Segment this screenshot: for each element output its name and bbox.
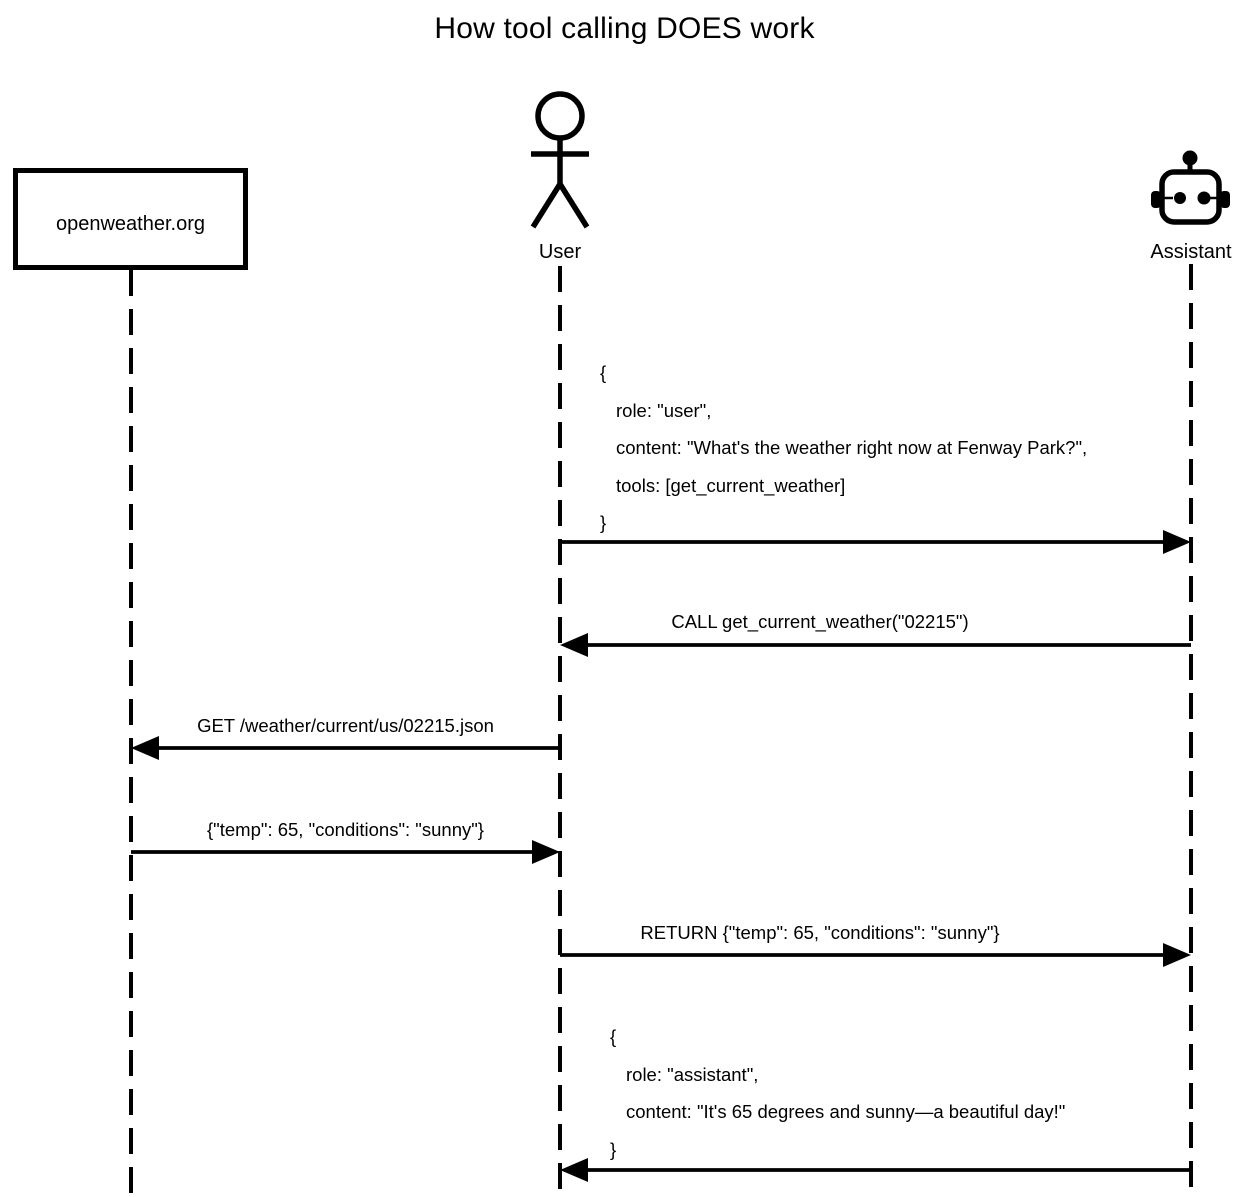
arrow-user-to-openweather-get — [131, 736, 560, 760]
arrowhead-right-icon — [532, 840, 560, 864]
stick-figure-icon — [530, 91, 590, 229]
message-return-label: RETURN {"temp": 65, "conditions": "sunny… — [640, 922, 1000, 943]
json-line: } — [610, 1138, 617, 1160]
json-line: content: "What's the weather right now a… — [616, 437, 1088, 458]
arrowhead-right-icon — [1163, 943, 1191, 967]
message-call-label: CALL get_current_weather("02215") — [671, 611, 969, 632]
robot-ear-right — [1220, 191, 1230, 208]
json-line: { — [600, 362, 607, 383]
robot-eye-right — [1197, 191, 1211, 205]
arrow-assistant-to-user-answer — [560, 1158, 1191, 1182]
participant-openweather-label: openweather.org — [55, 212, 205, 235]
arrowhead-left-icon — [560, 1158, 588, 1182]
robot-icon — [1151, 150, 1230, 225]
robot-head — [1159, 169, 1222, 225]
message-user-request-block: { role: "user", content: "What's the wea… — [600, 354, 1087, 542]
arrowhead-left-icon — [131, 736, 159, 760]
arrowhead-right-icon — [1163, 530, 1191, 554]
message-assistant-answer-block: { role: "assistant", content: "It's 65 d… — [610, 1018, 1065, 1168]
diagram-title: How tool calling DOES work — [434, 12, 815, 45]
arrowhead-left-icon — [560, 633, 588, 657]
message-weather-response-label: {"temp": 65, "conditions": "sunny"} — [207, 819, 484, 840]
json-line: role: "assistant", — [626, 1063, 759, 1085]
arrow-assistant-to-user-call — [560, 633, 1191, 657]
json-line: tools: [get_current_weather] — [616, 474, 846, 496]
arrow-openweather-to-user-response — [131, 840, 560, 864]
robot-eye-left — [1174, 192, 1186, 204]
robot-ear-left — [1151, 191, 1161, 208]
arrow-user-to-assistant-request — [560, 530, 1191, 554]
participant-user-label: User — [538, 241, 582, 263]
arrow-user-to-assistant-return — [560, 943, 1191, 967]
participant-openweather-box: openweather.org — [13, 168, 248, 270]
message-get-label: GET /weather/current/us/02215.json — [197, 715, 494, 736]
json-line: } — [600, 512, 607, 533]
json-line: role: "user", — [616, 399, 712, 421]
participant-assistant-label: Assistant — [1150, 241, 1232, 263]
json-line: { — [610, 1026, 617, 1047]
json-line: content: "It's 65 degrees and sunny—a be… — [626, 1101, 1066, 1122]
